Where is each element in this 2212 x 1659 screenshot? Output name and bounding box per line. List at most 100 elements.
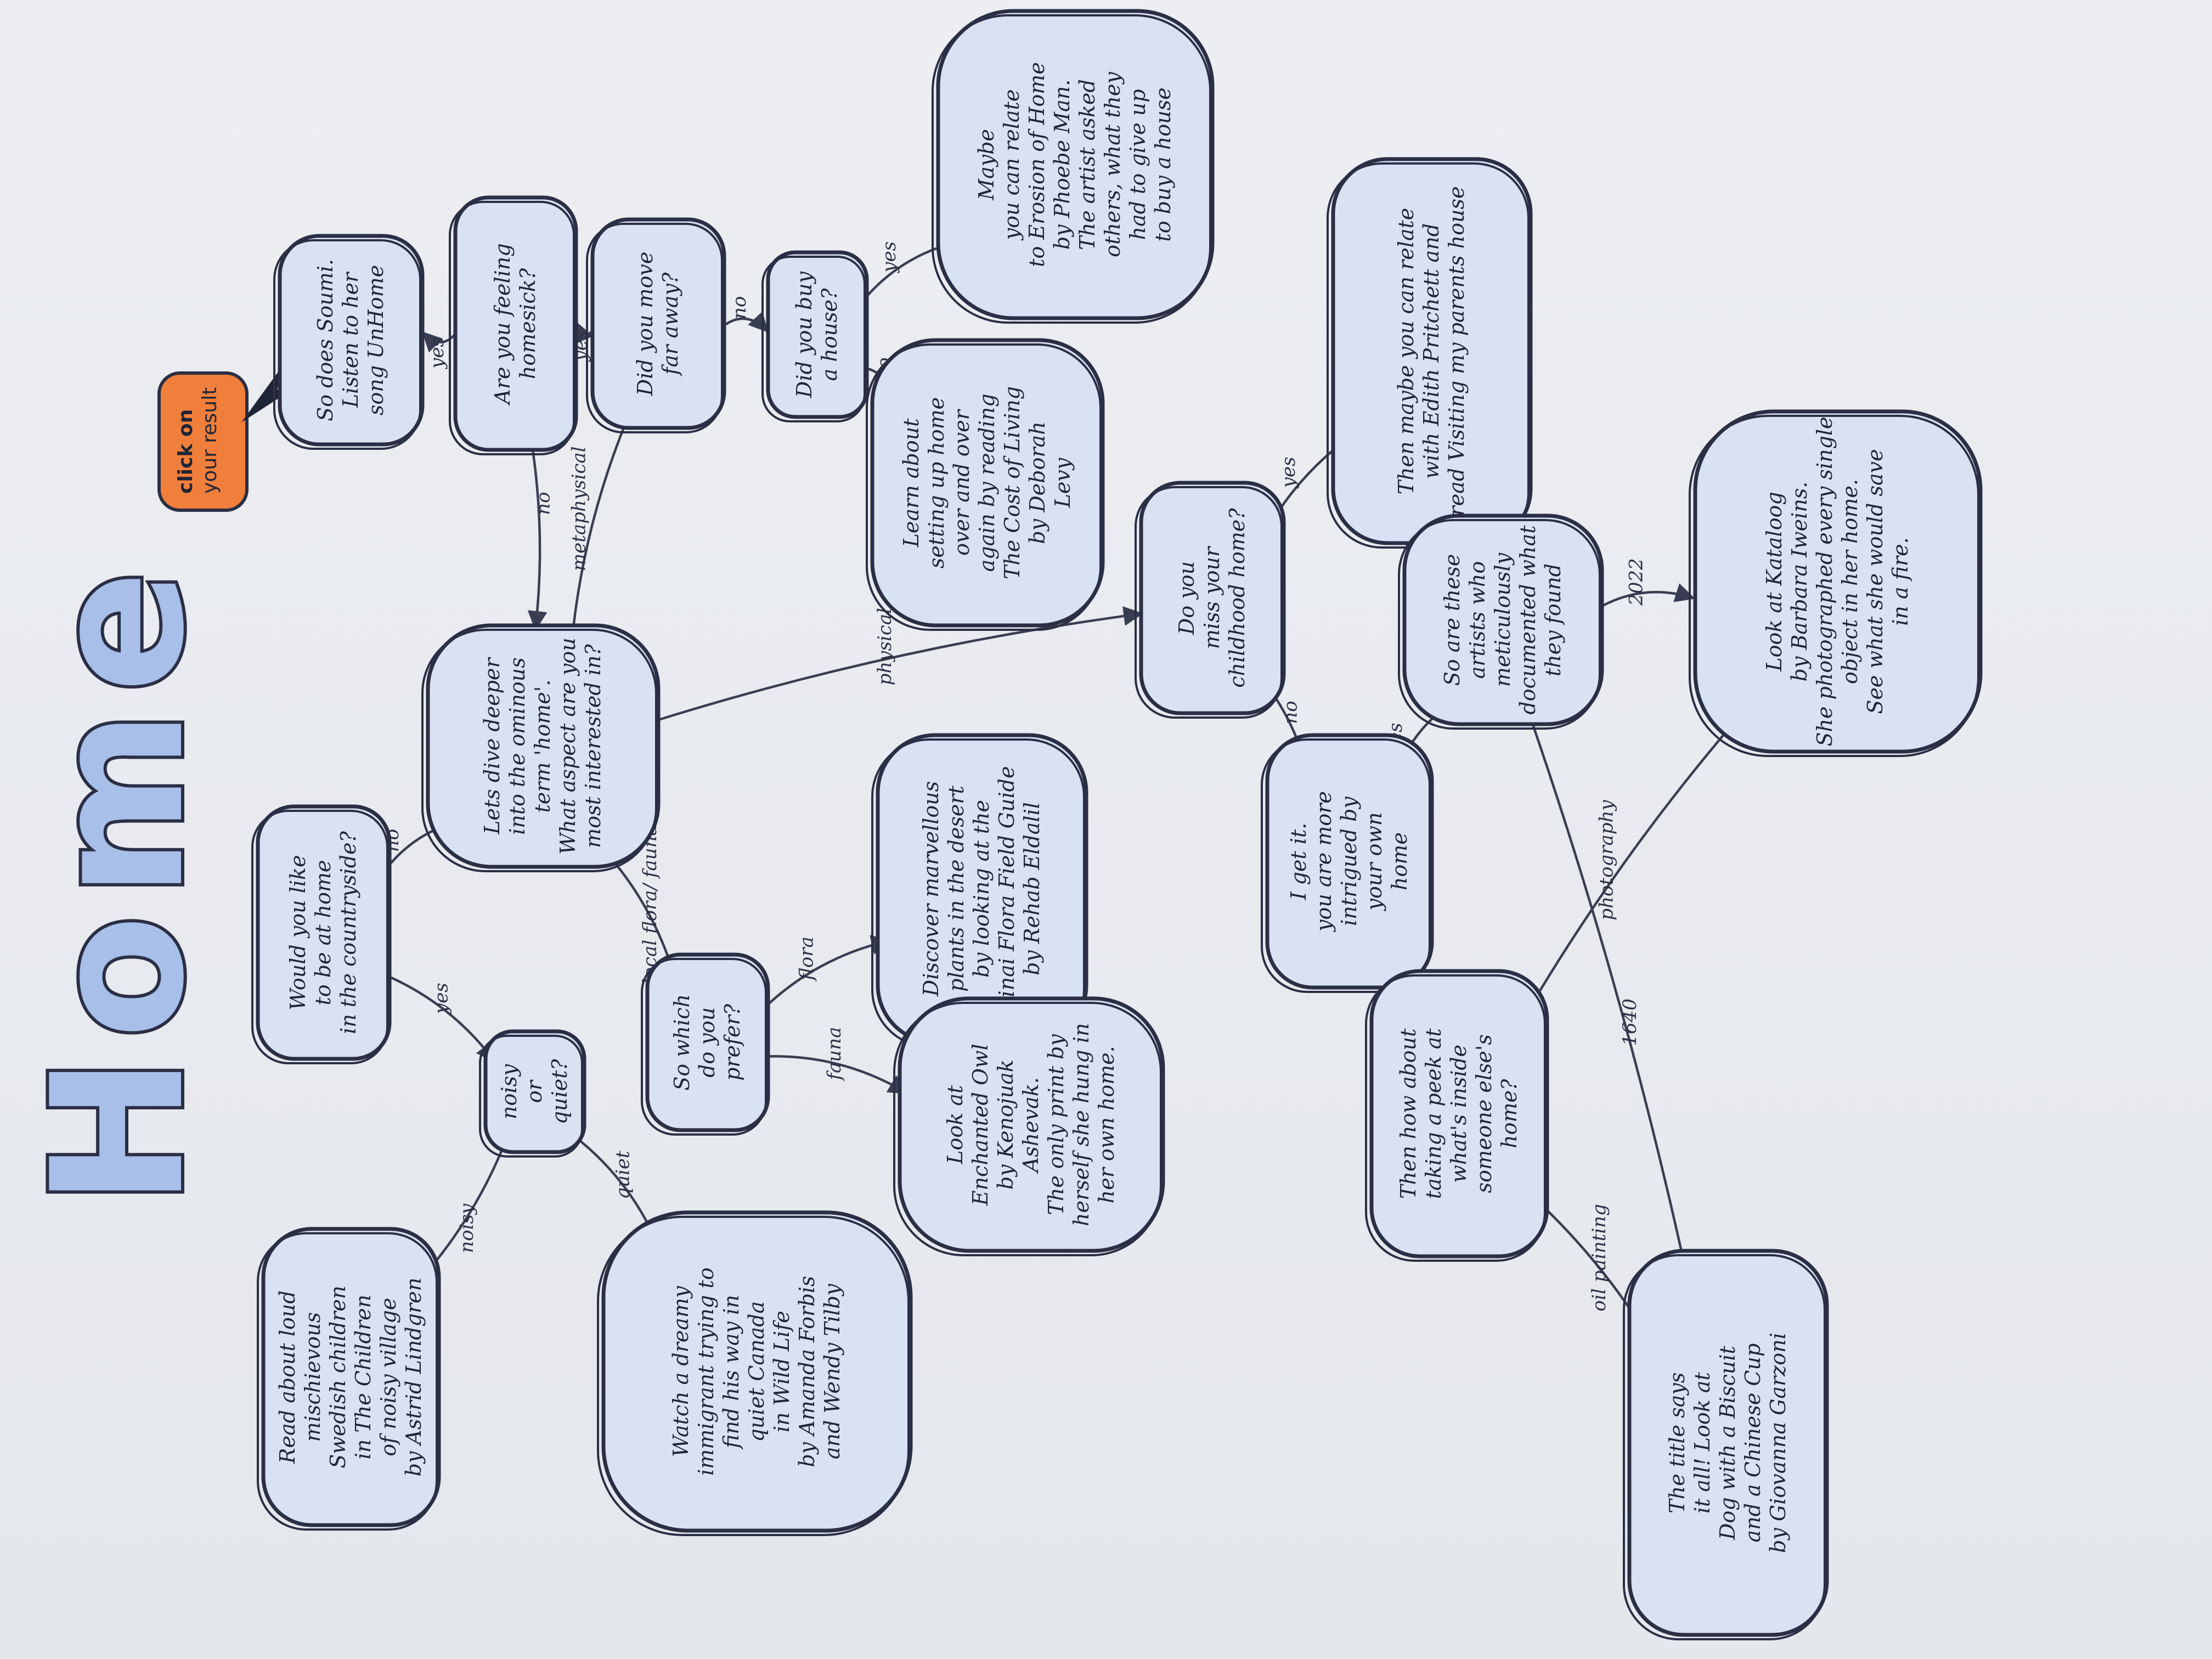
click-label: click on [174,409,197,494]
bubble-line: So are these [1440,554,1464,686]
bubble-line: by Barbara Iweins. [1787,482,1812,682]
bubble-line: quiet Canada [744,1301,769,1442]
bubble-line: immigrant trying to [694,1267,718,1475]
result-label: your result [199,387,221,494]
bubble-line: what's inside [1447,1045,1471,1183]
bubble-line: your own [1362,812,1386,912]
bubble-line: and a Chinese Cup [1741,1344,1765,1543]
bubble-outline [761,256,866,422]
page-title: Home [13,554,224,1207]
bubble-line: most interested in? [581,644,605,848]
bubble-shape [1265,733,1434,990]
bubble-line: Would you like [286,855,310,1010]
edge-label: 2022 [1626,558,1647,606]
bubble-line: childhood home? [1225,508,1249,688]
bubble-outline [1689,415,1979,757]
edge-artists-to-result-kataloog: 2022 [1595,558,1695,611]
bubble-shape [1139,481,1286,715]
bubble-shape [898,996,1165,1253]
bubble-line: find his way in [719,1295,743,1450]
bubble-line: it all! Look at [1690,1372,1714,1514]
bubble-line: Watch a dreamy [669,1286,693,1457]
bubble-outline [1261,738,1431,993]
bubble-shape [278,234,425,447]
bubble-outline [866,343,1102,631]
bubble-outline [421,629,657,872]
edge-label: local flora/ fauna [639,825,661,984]
bubble-line: quiet? [548,1059,572,1125]
bubble-line: in The Children [351,1295,375,1459]
bubble-line: home? [1497,1079,1521,1148]
bubble-shape [1369,969,1549,1259]
edge-countryside-to-noisy-quiet: yes [373,969,496,1063]
edge-label: fauna [823,1027,845,1082]
bubble-shape [256,804,392,1061]
bubble-line: The title says [1665,1373,1689,1514]
bubble-line: intrigued by [1337,797,1361,926]
edge-line [1506,698,1755,1047]
bubble-line: Enchanted Owl [968,1043,992,1206]
bubble-shape [426,623,661,869]
bubble-line: in a fire. [1888,537,1912,626]
bubble-line: home [1387,832,1412,890]
bubble-line: her own home. [1094,1046,1119,1203]
bubble-line: See what she would save [1863,449,1887,714]
bubble-line: someone else's [1472,1034,1496,1193]
edge-line [373,969,496,1063]
bubble-line: again by reading [975,394,999,572]
bubble-line: Ashevak. [1019,1077,1043,1173]
edge-label: flora [795,936,817,982]
bubble-shape [590,217,726,430]
edge-moved-to-bought: no [720,296,769,333]
edge-label: quiet [612,1150,634,1199]
bubble-line: by Kenojuak [994,1059,1018,1189]
bubble-line: Look at Kataloog [1762,492,1786,672]
bubble-outline [893,1002,1162,1256]
bubble-line: with Edith Pritchett and [1419,223,1443,479]
edge-label: physical [874,608,896,685]
edge-label: oil painting [1588,1204,1610,1311]
bubble-line: mischievous [301,1312,325,1442]
bubble-line: others, what they [1101,72,1125,257]
bubble-shape [261,1227,441,1527]
bubble-line: documented what [1516,525,1540,715]
bubble-line: So which [670,994,694,1091]
bubble-line: object in her home. [1838,479,1862,684]
bubble-line: to buy a house [1151,87,1175,241]
bubble-line: plants in the desert [944,785,968,991]
bubble-line: to Erosion of Home [1025,62,1049,267]
click-result-button[interactable]: click on your result [157,362,296,512]
bubble-line: Maybe [974,129,998,201]
bubble-line: song UnHome [364,265,388,415]
bubble-line: by Amanda Forbis [795,1276,819,1468]
bubble-line: The artist asked [1075,79,1099,250]
bubble-line: Are you feeling [490,243,515,405]
bubble-line: Dog with a Biscuit [1716,1345,1740,1540]
bubble-line: Discover marvellous [919,781,943,997]
bubble-shape [1627,1249,1829,1637]
